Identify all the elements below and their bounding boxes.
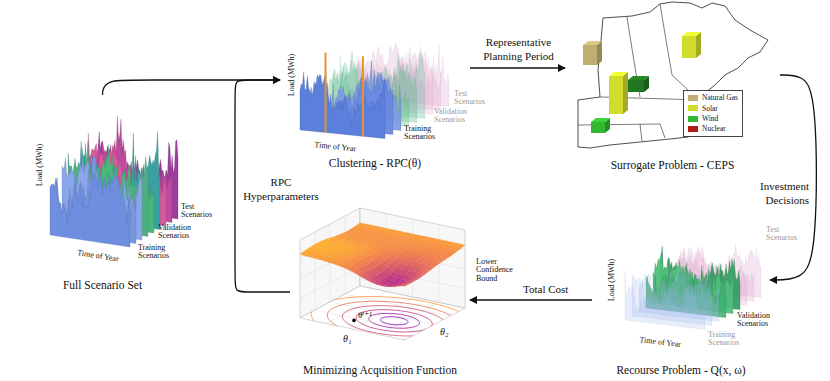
capacity-bar (696, 32, 701, 58)
legend-box: Natural GasSolarWindNuclear (683, 90, 743, 137)
contour (380, 317, 408, 325)
axis-label: Time of Year (77, 249, 120, 264)
scenario-label: Training Scenarios (138, 244, 174, 261)
point-label: θⁱ⁺¹ (358, 311, 372, 320)
capacity-bar (591, 122, 605, 133)
state-border (660, 4, 704, 96)
state-border (640, 124, 642, 141)
load-profile (300, 72, 385, 139)
representative-period (362, 56, 364, 136)
flow-arrow (770, 75, 816, 280)
panel-caption: Recourse Problem - Q(x, ω) (616, 364, 745, 378)
map-panel: Surrogate Problem - CEPS (565, 3, 780, 175)
edge-label: Total Cost (522, 283, 569, 297)
legend-row: Natural Gas (688, 93, 738, 103)
recourse-panel: Recourse Problem - Q(x, ω) (592, 215, 770, 380)
panel-caption: Full Scenario Set (63, 279, 142, 293)
scenario-label: Test Scenarios (181, 203, 217, 220)
scenario-label: Training Scenarios (404, 125, 440, 142)
flow-arrow (470, 67, 565, 68)
surface-patch (364, 278, 373, 282)
axis-label: θ₂ (440, 327, 448, 338)
edge-label: Investment Decisions (748, 180, 810, 208)
grid-line (330, 224, 331, 302)
capacity-bar (628, 76, 649, 80)
axis-label: Lower Confidence Bound (476, 258, 522, 283)
contour-lines (311, 297, 477, 346)
contour (311, 297, 477, 346)
legend-row: Wind (688, 113, 738, 123)
legend-swatch (688, 126, 698, 132)
capacity-bar (623, 72, 628, 114)
grid-line (360, 247, 465, 269)
flow-arrow (470, 299, 592, 300)
panel-caption: Minimizing Acquisition Function (303, 364, 457, 378)
axis-label: θ₁ (343, 334, 351, 345)
region-map (578, 2, 768, 148)
scenario-label: Validation Scenarios (158, 224, 198, 241)
scenario-panel: Full Scenario Set (25, 95, 180, 295)
legend-swatch (688, 95, 698, 101)
surface-patch (433, 261, 442, 264)
legend-row: Solar (688, 103, 738, 113)
legend-text: Nuclear (702, 124, 726, 133)
axis-label: Load (MWh) (608, 259, 616, 301)
capacity-bar (583, 41, 602, 45)
capacity-bar (583, 45, 597, 65)
scenario-label: Test Scenarios (454, 90, 490, 107)
axis-label: Time of Year (639, 336, 681, 349)
surface-patch (358, 274, 367, 278)
map-outline (578, 2, 768, 148)
legend-swatch (688, 116, 698, 122)
representative-period (325, 53, 327, 133)
capacity-bar (682, 36, 696, 58)
legend-text: Wind (702, 114, 718, 123)
scenario-label: Test Scenarios (766, 226, 802, 243)
edge-label: Representative Planning Period (475, 36, 562, 64)
acquisition-panel: Minimizing Acquisition Function (290, 212, 470, 380)
contour (342, 306, 446, 336)
edge-label: RPC Hyperparameters (238, 176, 324, 204)
clustering-panel: Clustering - RPC(θ) (280, 8, 470, 173)
surface-patch (370, 282, 379, 285)
panel-caption: Surrogate Problem - CEPS (611, 159, 735, 173)
surface-patch (382, 285, 391, 287)
grid-line (360, 228, 465, 250)
grid-line (300, 228, 360, 260)
capacity-bar (609, 72, 628, 76)
load-profile (625, 270, 705, 330)
capacity-bar (597, 41, 602, 65)
surface-patch (399, 284, 408, 286)
legend-text: Solar (702, 104, 718, 113)
legend-swatch (688, 105, 698, 111)
scenario-label: Training Scenarios (708, 331, 744, 348)
state-border (578, 124, 660, 125)
contour (356, 310, 432, 332)
surface (300, 223, 465, 286)
axis-label: Time of Year (314, 141, 356, 154)
capacity-bar (591, 118, 610, 122)
plot-floor (300, 286, 465, 340)
contour (369, 313, 420, 328)
next-sample-point (352, 319, 356, 323)
legend-row: Nuclear (688, 123, 738, 133)
flow-arrow (103, 80, 281, 95)
load-profile (50, 166, 130, 247)
axis-label: Load (MWh) (36, 144, 44, 186)
capacity-bar (682, 32, 701, 36)
legend-text: Natural Gas (702, 93, 738, 102)
axis-label: Load (MWh) (288, 54, 296, 96)
scenario-label: Validation Scenarios (737, 312, 777, 329)
panel-caption: Clustering - RPC(θ) (329, 157, 421, 171)
scenario-label: Validation Scenarios (434, 108, 474, 125)
acquisition-surface-plot (300, 208, 477, 345)
capacity-bar (628, 80, 644, 92)
state-border (660, 124, 665, 138)
capacity-bar (609, 76, 623, 114)
